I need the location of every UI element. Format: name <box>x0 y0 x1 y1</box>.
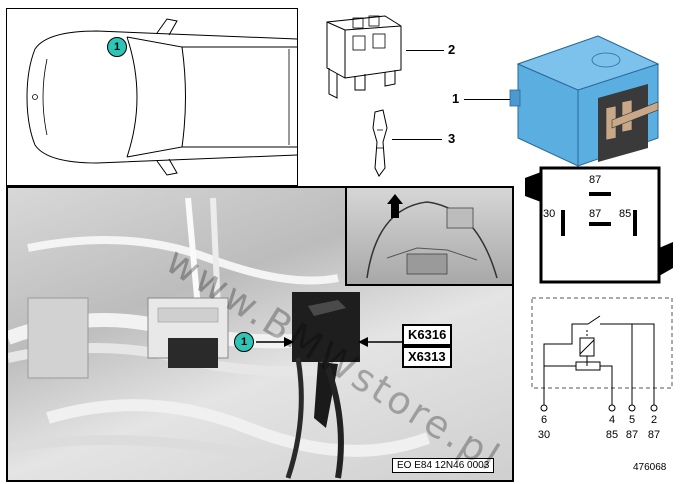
circuit-pin-number: 6 <box>540 414 548 426</box>
relay-pinout-diagram: 87 30 87 85 <box>521 164 677 286</box>
pinout-center-label: 87 <box>589 208 602 220</box>
circuit-pin-number: 2 <box>650 414 658 426</box>
engine-bay-inset <box>345 188 512 286</box>
relay-drawing <box>509 35 660 167</box>
terminal-drawing <box>372 109 388 177</box>
installation-photo <box>8 197 431 479</box>
connector-housing-drawing <box>326 15 402 99</box>
circuit-pin-number: 5 <box>628 414 636 426</box>
circuit-pin-terminal: 87 <box>647 429 661 441</box>
part-number-1: 1 <box>452 91 460 106</box>
circuit-pin-number: 4 <box>608 414 616 426</box>
car-location-callout: 1 <box>107 37 127 57</box>
part-3-leader <box>392 139 442 140</box>
circuit-pin-terminal: 87 <box>625 429 639 441</box>
car-outline-drawing <box>26 18 298 176</box>
part-number-2: 2 <box>448 42 456 57</box>
diagram-id: 476068 <box>633 462 667 473</box>
part-number-3: 3 <box>448 131 456 146</box>
part-1-leader <box>464 99 510 100</box>
car-location-panel: 1 <box>6 8 298 186</box>
pinout-left-label: 30 <box>543 208 556 220</box>
photo-location-callout: 1 <box>234 332 254 352</box>
pinout-right-label: 85 <box>619 208 632 220</box>
connector-code-label: X6313 <box>402 346 452 368</box>
relay-circuit-schematic: 6 30 4 85 5 87 2 87 <box>528 294 680 444</box>
installation-photo-panel: 1 K6316 X6313 EO E84 12N46 0003 <box>6 186 514 482</box>
pinout-top-label: 87 <box>589 174 602 186</box>
circuit-pin-terminal: 85 <box>605 429 619 441</box>
circuit-pin-terminal: 30 <box>537 429 551 441</box>
part-2-leader <box>406 50 444 51</box>
relay-code-label: K6316 <box>402 324 453 346</box>
photo-reference-label: EO E84 12N46 0003 <box>392 458 495 473</box>
